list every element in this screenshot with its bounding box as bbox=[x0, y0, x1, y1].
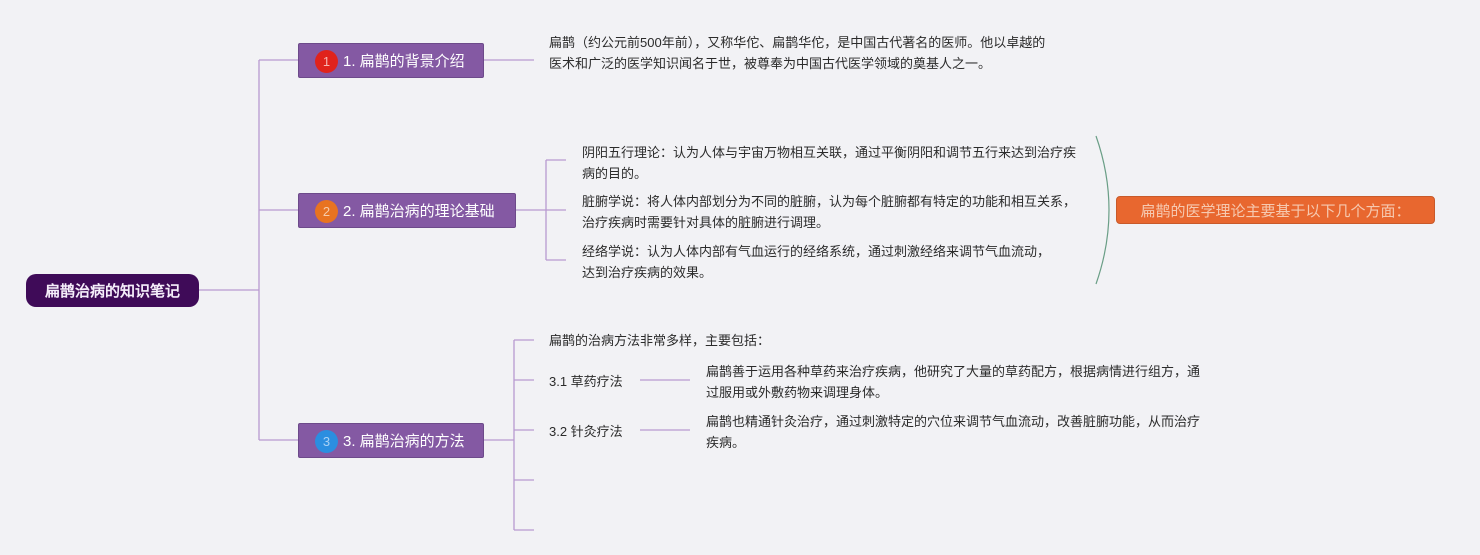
method-acupuncture-detail[interactable]: 扁鹊也精通针灸治疗，通过刺激特定的穴位来调节气血流动，改善脏腑功能，从而治疗疾病… bbox=[706, 414, 1201, 450]
topic-theory[interactable]: 2 2. 扁鹊治病的理论基础 bbox=[298, 193, 516, 228]
method-herbal-detail[interactable]: 扁鹊善于运用各种草药来治疗疾病，他研究了大量的草药配方，根据病情进行组方，通过服… bbox=[706, 364, 1201, 400]
root-topic-label: 扁鹊治病的知识笔记 bbox=[44, 283, 180, 300]
topic-label: 2. 扁鹊治病的理论基础 bbox=[343, 203, 495, 220]
topic-label: 3. 扁鹊治病的方法 bbox=[343, 433, 465, 450]
topic-methods[interactable]: 3 3. 扁鹊治病的方法 bbox=[298, 423, 484, 458]
number-badge-3: 3 bbox=[315, 430, 338, 453]
root-topic[interactable]: 扁鹊治病的知识笔记 bbox=[26, 274, 199, 307]
method-acupuncture[interactable]: 3.2 针灸疗法 bbox=[549, 424, 623, 439]
summary-brace bbox=[1095, 135, 1110, 285]
theory-summary-label: 扁鹊的医学理论主要基于以下几个方面： bbox=[1140, 202, 1411, 220]
theory-summary[interactable]: 扁鹊的医学理论主要基于以下几个方面： bbox=[1116, 196, 1435, 224]
theory-zangfu[interactable]: 脏腑学说：将人体内部划分为不同的脏腑，认为每个脏腑都有特定的功能和相互关系，治疗… bbox=[582, 194, 1077, 230]
method-herbal[interactable]: 3.1 草药疗法 bbox=[549, 374, 623, 389]
background-detail[interactable]: 扁鹊（约公元前500年前），又称华佗、扁鹊华佗，是中国古代著名的医师。他以卓越的… bbox=[549, 35, 1046, 71]
topic-label: 1. 扁鹊的背景介绍 bbox=[343, 53, 465, 70]
methods-intro[interactable]: 扁鹊的治病方法非常多样，主要包括： bbox=[549, 333, 771, 348]
topic-background[interactable]: 1 1. 扁鹊的背景介绍 bbox=[298, 43, 484, 78]
number-badge-2: 2 bbox=[315, 200, 338, 223]
theory-yinyang[interactable]: 阴阳五行理论：认为人体与宇宙万物相互关联，通过平衡阴阳和调节五行来达到治疗疾病的… bbox=[582, 145, 1077, 181]
theory-jingluo[interactable]: 经络学说：认为人体内部有气血运行的经络系统，通过刺激经络来调节气血流动，达到治疗… bbox=[582, 244, 1051, 280]
number-badge-1: 1 bbox=[315, 50, 338, 73]
